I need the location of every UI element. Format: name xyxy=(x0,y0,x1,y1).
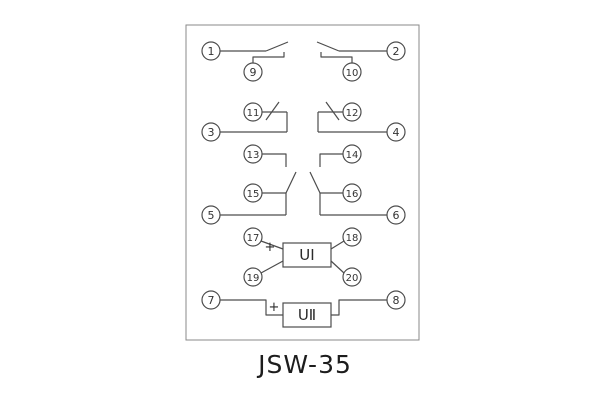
terminal-6: 6 xyxy=(386,205,406,225)
terminal-1-label: 1 xyxy=(208,45,215,58)
terminal-4: 4 xyxy=(386,122,406,142)
wire-terminal-18 xyxy=(330,240,345,250)
terminal-20: 20 xyxy=(342,267,362,287)
terminal-11: 11 xyxy=(243,102,263,122)
terminal-14-label: 14 xyxy=(346,150,359,161)
terminal-14: 14 xyxy=(342,144,362,164)
unit-u1-box xyxy=(282,242,332,268)
wire-terminal-7 xyxy=(220,299,283,316)
relay-outline xyxy=(185,24,420,341)
unit-u1-label: UⅠ xyxy=(299,246,314,264)
terminal-11-label: 11 xyxy=(247,108,260,119)
wire-terminal-10 xyxy=(320,52,353,63)
terminal-7-label: 7 xyxy=(208,294,215,307)
terminal-2-label: 2 xyxy=(393,45,400,58)
terminal-6-label: 6 xyxy=(393,209,400,222)
wire-terminal-19 xyxy=(260,260,284,274)
terminal-3: 3 xyxy=(201,122,221,142)
terminal-4-label: 4 xyxy=(393,126,400,139)
terminal-19-label: 19 xyxy=(247,273,260,284)
contact-blade-12-4 xyxy=(325,101,340,121)
unit-u2-label: UⅡ xyxy=(298,306,316,324)
terminal-13-label: 13 xyxy=(247,150,260,161)
terminal-13: 13 xyxy=(243,144,263,164)
terminal-10-label: 10 xyxy=(346,68,359,79)
contact-blade-2-10 xyxy=(316,41,340,52)
contact-blade-11-3 xyxy=(265,101,280,121)
terminal-5: 5 xyxy=(201,205,221,225)
wire-terminal-9 xyxy=(252,52,285,63)
terminal-12-label: 12 xyxy=(346,108,359,119)
terminal-19: 19 xyxy=(243,267,263,287)
terminal-2: 2 xyxy=(386,41,406,61)
unit-u2-polarity-plus: + xyxy=(269,300,280,315)
contact-blade-1-9 xyxy=(265,41,289,52)
terminal-5-label: 5 xyxy=(208,209,215,222)
terminal-18: 18 xyxy=(342,227,362,247)
terminal-16-label: 16 xyxy=(346,189,359,200)
terminal-17: 17 xyxy=(243,227,263,247)
terminal-15: 15 xyxy=(243,183,263,203)
terminal-16: 16 xyxy=(342,183,362,203)
unit-u1-polarity-plus: + xyxy=(265,240,276,255)
terminal-1: 1 xyxy=(201,41,221,61)
wire-terminal-17 xyxy=(260,240,284,250)
terminal-17-label: 17 xyxy=(247,233,260,244)
terminal-12: 12 xyxy=(342,102,362,122)
model-label: JSW-35 xyxy=(256,350,352,379)
unit-u2-box xyxy=(282,302,332,328)
wire-terminal-8 xyxy=(331,299,387,316)
terminal-15-label: 15 xyxy=(247,189,260,200)
terminal-8-label: 8 xyxy=(393,294,400,307)
wire-terminal-14 xyxy=(319,153,343,167)
terminal-3-label: 3 xyxy=(208,126,215,139)
terminal-7: 7 xyxy=(201,290,221,310)
terminal-9-label: 9 xyxy=(250,66,257,79)
wire-terminal-13 xyxy=(262,153,287,167)
wire-terminal-20 xyxy=(330,260,345,274)
contact-blade-14-16 xyxy=(309,171,321,194)
contact-blade-13-15 xyxy=(285,171,297,194)
terminal-10: 10 xyxy=(342,62,362,82)
terminal-8: 8 xyxy=(386,290,406,310)
terminal-20-label: 20 xyxy=(346,273,359,284)
terminal-9: 9 xyxy=(243,62,263,82)
terminal-18-label: 18 xyxy=(346,233,359,244)
